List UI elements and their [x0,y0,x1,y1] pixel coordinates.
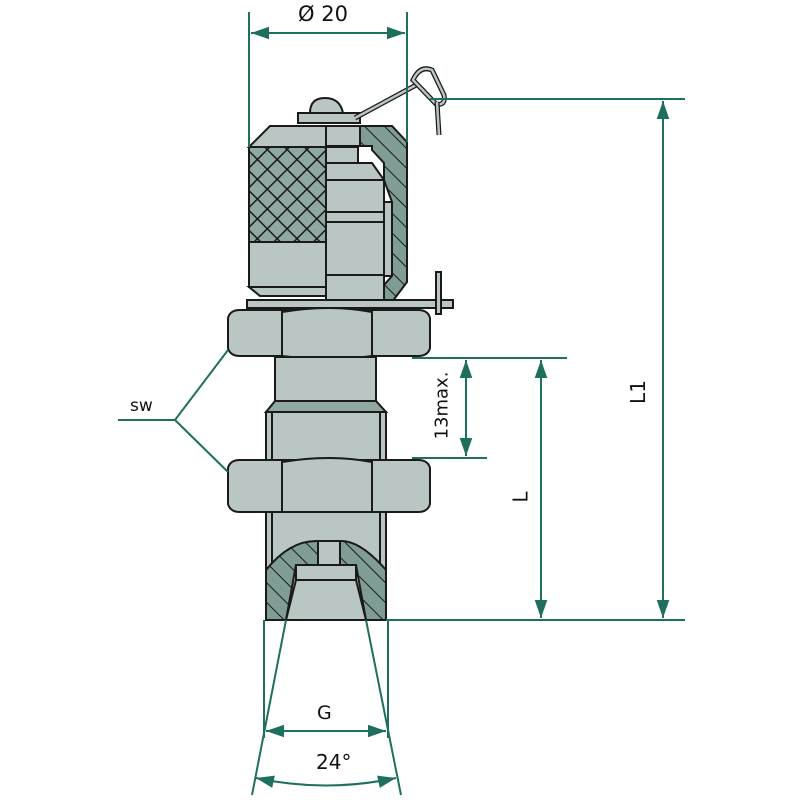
length-total-label: L1 [625,380,650,404]
cone-angle-label: 24° [316,750,352,774]
threaded-body [265,511,387,621]
thread-label: G [317,702,332,724]
upper-hex-nut [227,307,431,360]
wrench-size-label: SW [130,396,153,416]
length-label: L [508,491,533,503]
max-thickness-label: 13max. [431,371,453,440]
dimension-lines [118,12,685,796]
dust-cap [246,66,454,315]
neck [263,356,389,461]
lower-hex-nut [227,457,431,516]
diameter-label: Ø 20 [298,2,348,26]
